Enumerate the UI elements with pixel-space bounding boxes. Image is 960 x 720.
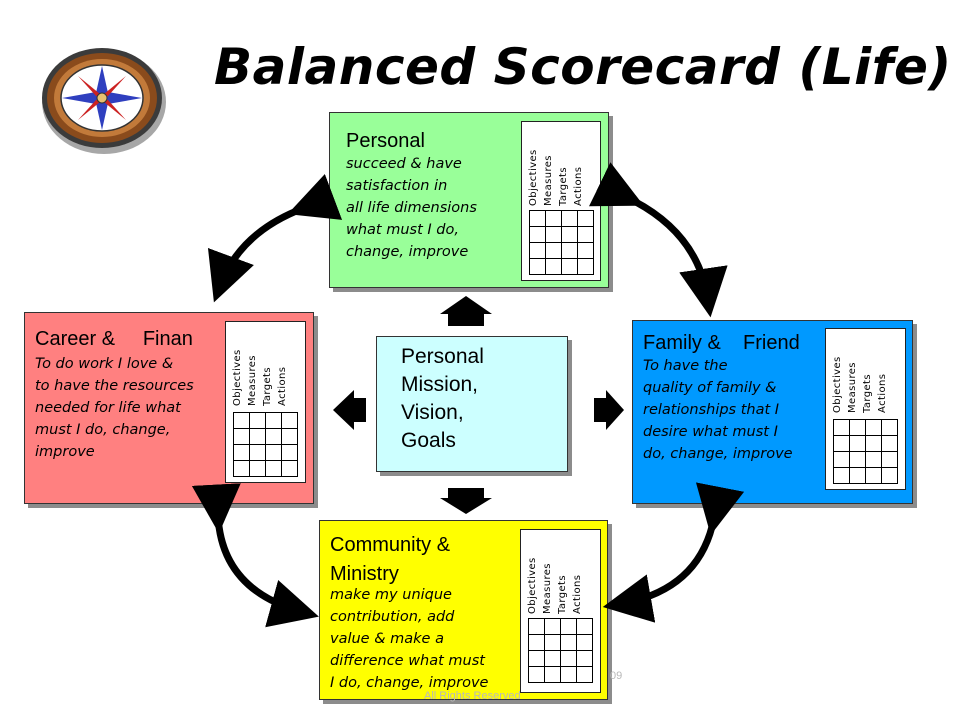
desc-line: change, improve (346, 244, 469, 260)
career-box: Career & Finan To do work I love & to ha… (24, 312, 314, 504)
personal-desc: succeed & have satisfaction in all life … (346, 153, 477, 263)
desc-line: to have the resources (35, 378, 194, 394)
family-desc: To have the quality of family & relation… (643, 355, 793, 465)
personal-title: Personal (346, 130, 425, 152)
mission-line: Goals (401, 429, 456, 452)
desc-line: relationships that I (643, 402, 780, 418)
rights-text: All Rights Reserved (424, 690, 521, 702)
title-line: Community & (330, 534, 451, 556)
mission-line: Personal (401, 345, 484, 368)
scorecard-card: Objectives Measures Targets Actions (520, 529, 601, 693)
desc-line: satisfaction in (346, 178, 448, 194)
mission-box: Personal Mission, Vision, Goals (376, 336, 568, 472)
community-title: Community & Ministry (330, 531, 450, 589)
community-box: Community & Ministry make my unique cont… (319, 520, 608, 700)
desc-line: make my unique (330, 587, 452, 603)
scorecard-grid (528, 618, 593, 683)
compass-icon (42, 48, 166, 154)
desc-line: succeed & have (346, 156, 462, 172)
community-desc: make my unique contribution, add value &… (330, 584, 488, 694)
title-line: Ministry (330, 563, 399, 585)
desc-line: improve (35, 444, 95, 460)
desc-line: quality of family & (643, 380, 777, 396)
cycle-arrow-icon (602, 482, 745, 623)
scorecard-card: Objectives Measures Targets Actions (225, 321, 306, 483)
family-box: Family & Friend To have the quality of f… (632, 320, 913, 504)
scorecard-card: Objectives Measures Targets Actions (521, 121, 601, 281)
desc-line: value & make a (330, 631, 444, 647)
family-title: Family & Friend (643, 332, 800, 354)
scorecard-grid (833, 419, 898, 484)
block-arrow-icon (594, 390, 624, 430)
mission-line: Vision, (401, 401, 464, 424)
desc-line: difference what must (330, 653, 485, 669)
mission-text: Personal Mission, Vision, Goals (401, 343, 484, 455)
cycle-arrow-icon (207, 173, 343, 303)
scorecard-grid (233, 412, 298, 477)
desc-line: what must I do, (346, 222, 459, 238)
desc-line: do, change, improve (643, 446, 793, 462)
block-arrow-icon (440, 488, 492, 514)
desc-line: desire what must I (643, 424, 778, 440)
cycle-arrow-icon (588, 162, 728, 318)
desc-line: all life dimensions (346, 200, 477, 216)
desc-line: To have the (643, 358, 728, 374)
block-arrow-icon (440, 296, 492, 326)
career-desc: To do work I love & to have the resource… (35, 353, 194, 463)
page-number: 09 (610, 670, 623, 682)
scorecard-card: Objectives Measures Targets Actions (825, 328, 906, 490)
desc-line: To do work I love & (35, 356, 174, 372)
cycle-arrow-icon (191, 483, 319, 628)
desc-line: I do, change, improve (330, 675, 489, 691)
personal-box: Personal succeed & have satisfaction in … (329, 112, 609, 288)
page-title: Balanced Scorecard (Life) (214, 38, 952, 96)
mission-line: Mission, (401, 373, 479, 396)
block-arrow-icon (333, 390, 366, 430)
career-title: Career & Finan (35, 328, 193, 350)
desc-line: needed for life what (35, 400, 181, 416)
desc-line: contribution, add (330, 609, 455, 625)
desc-line: must I do, change, (35, 422, 171, 438)
